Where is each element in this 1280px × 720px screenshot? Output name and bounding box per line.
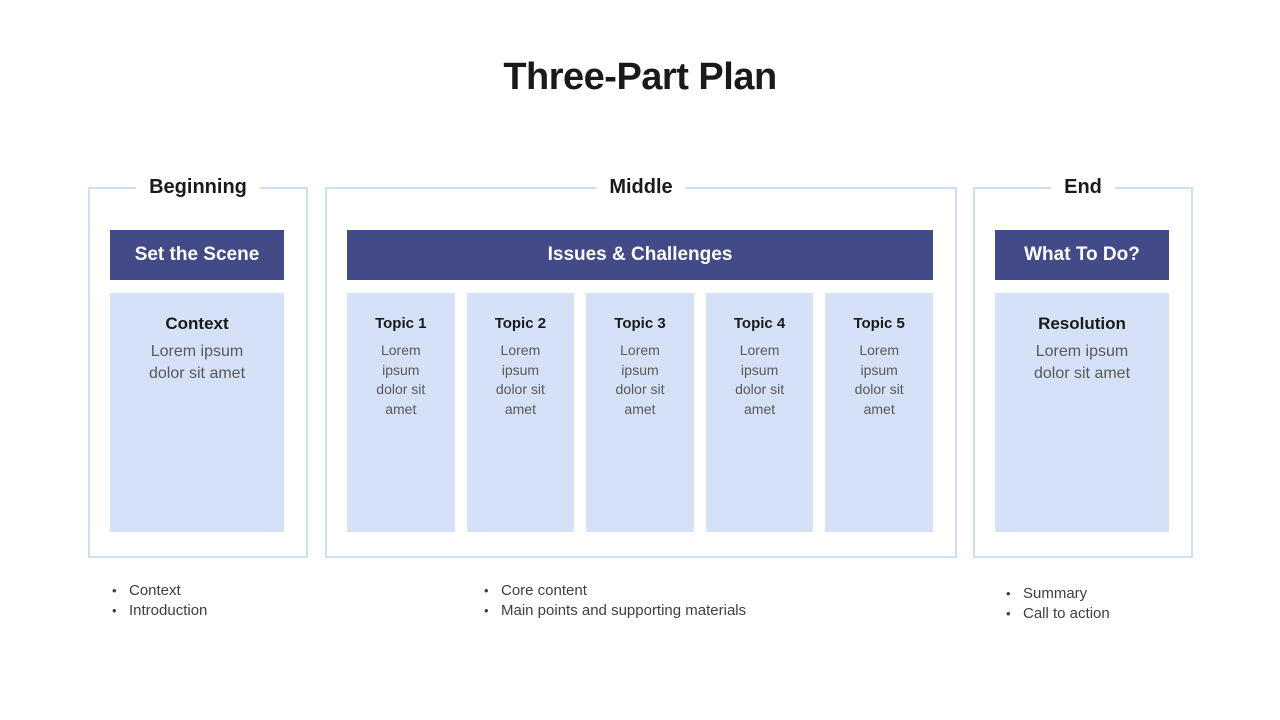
bullet-text: Call to action [1023,605,1110,622]
bullet-icon: • [1006,586,1011,601]
card-topic-4: Topic 4 Lorem ipsum dolor sit amet [705,293,814,532]
bullet-text: Context [129,582,181,599]
card-topic-3: Topic 3 Lorem ipsum dolor sit amet [586,293,694,532]
card-body: Lorem ipsum dolor sit amet [148,343,246,383]
card-topic-2: Topic 2 Lorem ipsum dolor sit amet [466,293,575,532]
section-beginning-label: Beginning [136,174,260,201]
card-heading: Topic 3 [614,315,666,332]
card-heading: Context [165,314,229,333]
bullet-icon: • [112,583,117,598]
card-resolution: Resolution Lorem ipsum dolor sit amet [995,293,1169,532]
bullets-end: • Summary • Call to action [1006,584,1110,624]
section-beginning: Beginning Set the Scene Context Lorem ip… [88,174,308,558]
bullet-icon: • [484,583,489,598]
card-topic-1: Topic 1 Lorem ipsum dolor sit amet [347,293,455,532]
bullet-text: Main points and supporting materials [501,602,747,619]
card-body: Lorem ipsum dolor sit amet [495,342,545,417]
list-item: • Introduction [112,601,207,621]
section-middle-label: Middle [596,174,686,201]
section-end-cards: Resolution Lorem ipsum dolor sit amet [995,293,1169,532]
list-item: • Context [112,581,207,601]
list-item: • Summary [1006,584,1110,604]
card-topic-5: Topic 5 Lorem ipsum dolor sit amet [825,293,933,532]
list-item: • Core content [484,581,746,601]
card-heading: Topic 1 [375,315,427,332]
card-heading: Topic 4 [733,315,786,332]
card-context: Context Lorem ipsum dolor sit amet [110,293,284,532]
card-body: Lorem ipsum dolor sit amet [854,342,904,417]
bullet-icon: • [112,603,117,618]
bullet-icon: • [484,603,489,618]
card-heading: Resolution [1038,314,1126,333]
bullet-icon: • [1006,606,1011,621]
list-item: • Main points and supporting materials [484,601,746,621]
slide-title: Three-Part Plan [503,56,777,98]
bullet-text: Core content [501,582,587,599]
card-heading: Topic 5 [853,315,905,332]
card-body: Lorem ipsum dolor sit amet [376,342,426,417]
section-beginning-cards: Context Lorem ipsum dolor sit amet [110,293,284,532]
card-heading: Topic 2 [494,315,547,332]
section-middle: Middle Issues & Challenges Topic 1 Lorem… [325,174,957,558]
card-body: Lorem ipsum dolor sit amet [735,342,785,417]
card-body: Lorem ipsum dolor sit amet [615,342,665,417]
bullets-middle: • Core content • Main points and support… [484,581,746,621]
list-item: • Call to action [1006,604,1110,624]
section-middle-cards: Topic 1 Lorem ipsum dolor sit amet Topic… [347,293,933,532]
section-middle-banner: Issues & Challenges [347,230,933,280]
card-body: Lorem ipsum dolor sit amet [1033,343,1131,383]
section-end-label: End [1051,174,1115,201]
bullets-beginning: • Context • Introduction [112,581,207,621]
bullet-text: Introduction [129,602,208,619]
section-end: End What To Do? Resolution Lorem ipsum d… [973,174,1193,558]
section-beginning-banner: Set the Scene [110,230,284,280]
section-end-banner: What To Do? [995,230,1169,280]
bullet-text: Summary [1023,585,1088,602]
